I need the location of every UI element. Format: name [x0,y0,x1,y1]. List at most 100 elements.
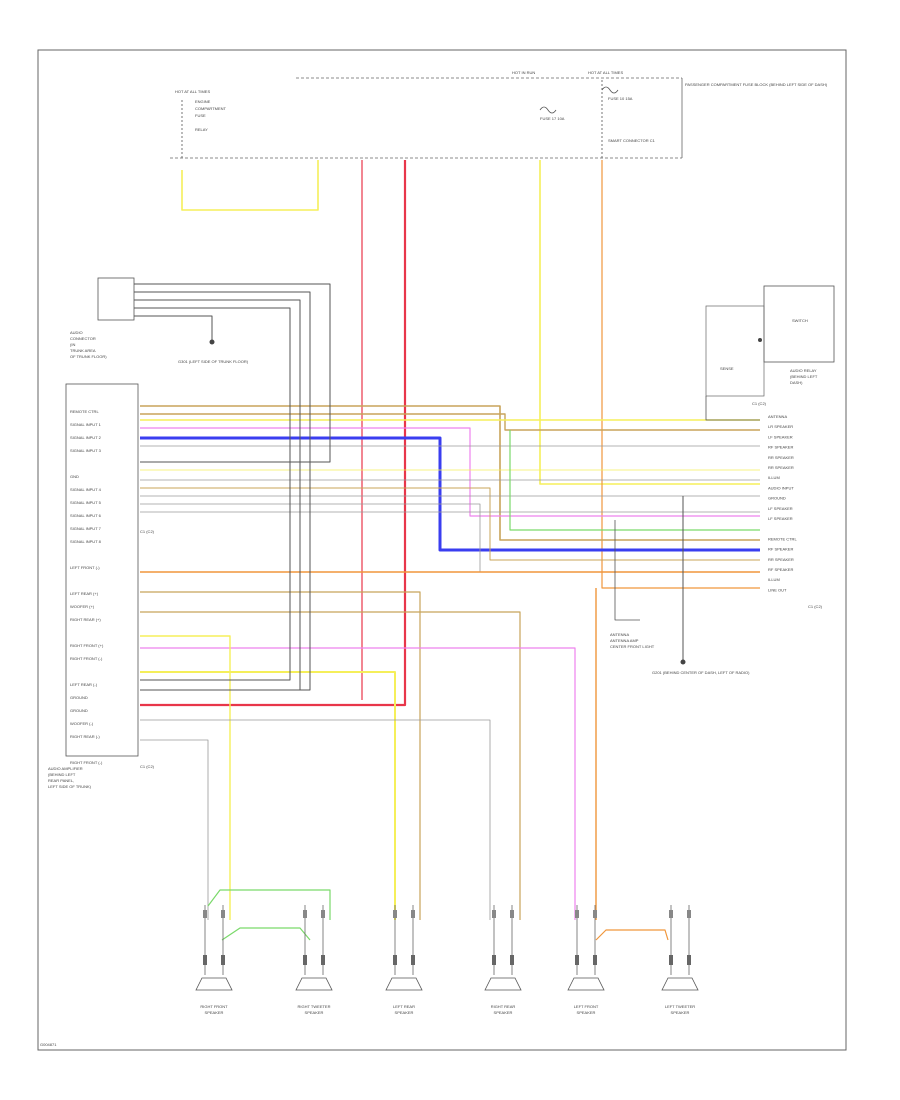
wire-29 [134,307,291,681]
radio-pin-15: RF SPEAKER [768,567,793,572]
speaker-3-body [484,977,522,991]
speaker-0-pin-upper-0 [203,910,207,918]
speaker-4-body [567,977,605,991]
speaker-4-type: SPEAKER [577,1010,596,1015]
fuse-a-label: FUSE 17 10A [540,116,565,121]
speaker-5-pin-lower-0 [669,955,673,965]
relay-label-line-2: (BEHIND LEFT [790,374,818,379]
diagram-frame [37,49,847,1051]
wire-9 [140,436,760,552]
radio-pin-13: RF SPEAKER [768,547,793,552]
relay-label-line-3: DASH) [790,380,803,385]
radio-pin-3: RF SPEAKER [768,445,793,450]
amplifier-box [65,383,139,757]
amp-pin-7: SIGNAL INPUT 5 [70,500,102,505]
wire-22 [140,635,231,920]
hot-all-times-left-label: HOT AT ALL TIMES [175,89,210,94]
wire-25 [140,739,209,920]
speaker-1-pin-upper-0 [303,910,307,918]
amp-pin-0: REMOTE CTRL [70,409,99,414]
left-fuse-text-2: COMPARTMENT [195,106,227,111]
footer-code: G004871 [40,1042,57,1047]
radio-pin-0: ANTENNA [768,414,787,419]
ground-g201-symbol [680,659,686,665]
wire-5 [140,405,760,541]
wire-35 [221,927,311,941]
speaker-5-pin-lower-1 [687,955,691,965]
radio-pin-7: AUDIO INPUT [768,485,794,490]
relay-ground-dot [758,338,762,342]
speaker-4-pin-upper-0 [575,910,579,918]
amp-pin-6: SIGNAL INPUT 4 [70,487,102,492]
harness-connector-text-4: TRUNK AREA [70,348,96,353]
wire-20 [140,611,521,920]
amp-pin-14: LEFT REAR (+) [70,591,99,596]
amp-pin-5: GND [70,474,79,479]
amp-pin-12: LEFT FRONT (-) [70,565,100,570]
radio-pin-2: LF SPEAKER [768,434,793,439]
speaker-0-pin-upper-1 [221,910,225,918]
wire-26 [134,283,331,463]
amp-pin-19: RIGHT FRONT (-) [70,656,103,661]
speaker-1-pin-upper-1 [321,910,325,918]
left-fuse-text-4: RELAY [195,127,208,132]
amp-pin-25: RIGHT REAR (-) [70,734,100,739]
speaker-3-name: RIGHT REAR [491,1004,516,1009]
harness-connector-text-1: AUDIO [70,330,83,335]
speaker-2-pin-lower-0 [393,955,397,965]
amp-pin-27: RIGHT FRONT (-) [70,760,103,765]
radio-pin-16: ILLUM [768,577,780,582]
wire-30 [134,315,213,340]
hot-all-times-right-label: HOT AT ALL TIMES [588,70,623,75]
amp-pin-18: RIGHT FRONT (+) [70,643,104,648]
speaker-1-pin-lower-1 [321,955,325,965]
wire-layer [134,160,760,941]
fuse-b-symbol [601,86,619,94]
amp-pin-24: WOOFER (-) [70,721,94,726]
speaker-2-type: SPEAKER [395,1010,414,1015]
radio-pin-17: LINE OUT [768,587,787,592]
speaker-0-type: SPEAKER [205,1010,224,1015]
amp-pin-23: GROUND [70,708,88,713]
left-fuse-text-1: ENGINE [195,99,211,104]
speaker-2-pin-upper-0 [393,910,397,918]
amplifier-label: AUDIO AMPLIFIER (BEHIND LEFT REAR PANEL,… [48,766,92,789]
audio-relay-box [763,285,835,363]
speaker-1-pin-lower-0 [303,955,307,965]
amp-pin-2: SIGNAL INPUT 2 [70,435,102,440]
speaker-0-pin-lower-0 [203,955,207,965]
fuse-block-label: PASSENGER COMPARTMENT FUSE BLOCK (BEHIND… [685,82,828,87]
radio-pin-12: REMOTE CTRL [768,536,797,541]
wire-28 [134,299,301,690]
speaker-5-body [661,977,699,991]
hot-in-run-label: HOT IN RUN [512,70,535,75]
harness-connector-text-3: (IN [70,342,75,347]
radio-pin-6: ILLUM [768,475,780,480]
radio-pin-5: RR SPEAKER [768,465,794,470]
wire-4 [601,160,760,589]
wire-19 [140,591,421,920]
amp-pin-1: SIGNAL INPUT 1 [70,422,102,427]
wire-15 [140,503,760,573]
speaker-1-body [295,977,333,991]
amp-pin-9: SIGNAL INPUT 7 [70,526,102,531]
harness-connector-text-2: CONNECTOR [70,336,96,341]
harness-connector-box [97,277,135,321]
amplifier-label-line-1: AUDIO AMPLIFIER [48,766,83,771]
wire-32 [614,520,640,621]
relay-sense-label: SENSE [720,366,734,371]
speaker-2-pin-lower-1 [411,955,415,965]
speaker-3-pin-upper-0 [492,910,496,918]
speaker-0-body [195,977,233,991]
speaker-2-body [385,977,423,991]
wire-24 [140,719,491,920]
radio-pin-9: LF SPEAKER [768,506,793,511]
speaker-4-name: LEFT FRONT [574,1004,599,1009]
relay-wiring-loop [705,305,765,397]
amp-pin-3: SIGNAL INPUT 3 [70,448,102,453]
speaker-3-pin-upper-1 [510,910,514,918]
